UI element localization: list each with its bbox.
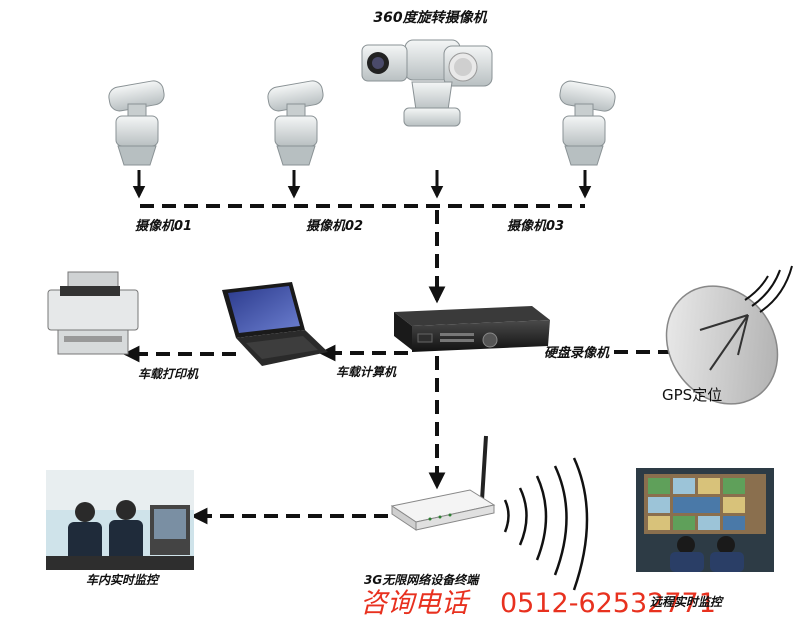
camera-03-icon — [559, 80, 616, 166]
ptz-camera-label: 360度旋转摄像机 — [373, 9, 487, 26]
wireless-waves-icon — [503, 457, 589, 591]
remote-monitor-label: 远程实时监控 — [650, 595, 724, 609]
satellite-dish-icon — [665, 265, 793, 405]
printer-label: 车载打印机 — [138, 367, 199, 381]
router-icon — [390, 435, 496, 531]
printer-icon — [47, 271, 139, 355]
hotline-label: 咨询电话 — [360, 588, 471, 619]
laptop-label: 车载计算机 — [336, 365, 397, 379]
camera-03-label: 摄像机03 — [507, 218, 564, 234]
camera-02-label: 摄像机02 — [306, 218, 363, 234]
gps-label: GPS定位 — [662, 386, 722, 404]
camera-02-icon — [267, 80, 324, 166]
in-car-monitor-label: 车内实时监控 — [86, 573, 160, 587]
dvr-icon — [394, 306, 550, 352]
in-car-monitor-photo — [46, 470, 194, 570]
remote-monitor-photo — [636, 468, 774, 572]
camera-01-icon — [108, 80, 165, 166]
terminal-label: 3G无限网络设备终端 — [364, 573, 480, 587]
camera-01-label: 摄像机01 — [135, 218, 192, 234]
laptop-icon — [222, 282, 328, 366]
ptz-camera-icon — [361, 39, 493, 127]
hotline-number: 0512-62532771 — [500, 588, 716, 619]
dvr-label: 硬盘录像机 — [544, 345, 610, 361]
